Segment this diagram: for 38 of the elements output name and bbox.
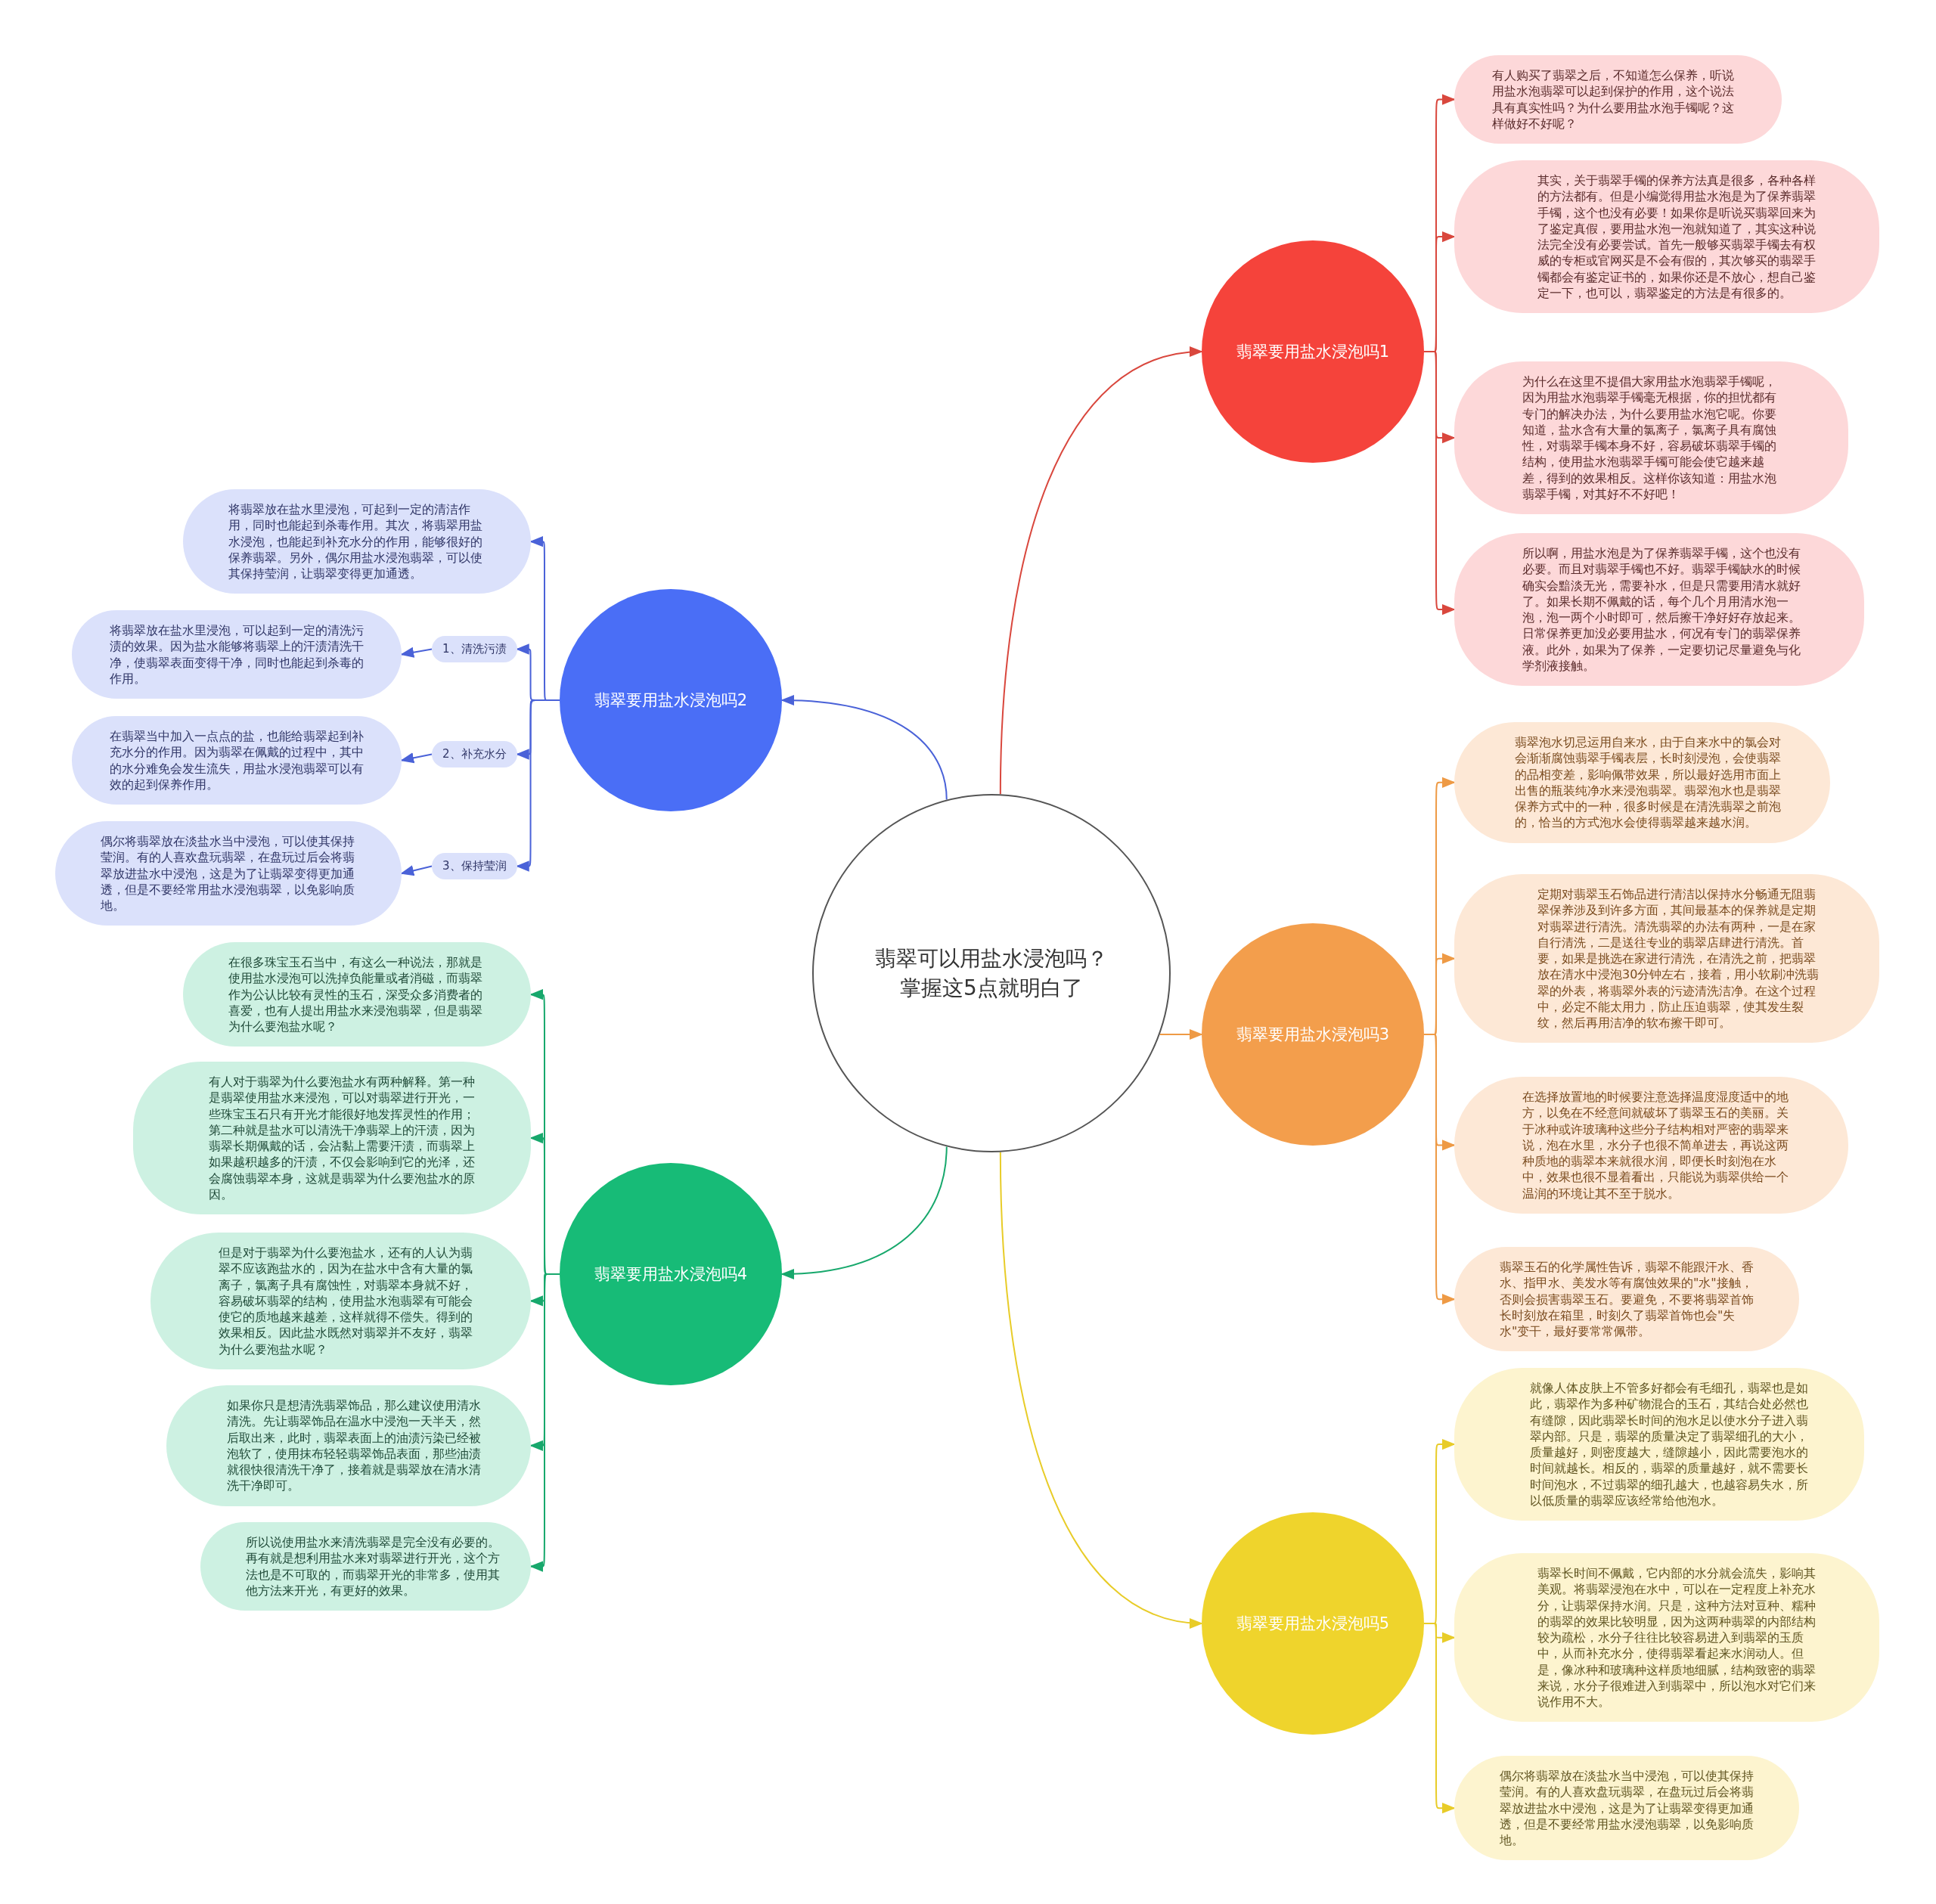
note-text: 有人对于翡翠为什么要泡盐水有两种解释。第一种是翡翠使用盐水来浸泡，可以对翡翠进行开光，一些珠宝玉石只有开光才能很好地发挥灵性的作用；第二种就是盐水可以清洗干净翡翠上的汗渍，因为翡翠长期佩戴的话，会沾黏上需要汗渍，而翡翠上如果越积越多的汗渍，不仅会影响到它的光泽，还会腐蚀翡翠本身，这就是翡翠为什么要泡盐水的原因。: [209, 1074, 476, 1203]
note-text: 为什么在这里不提倡大家用盐水泡翡翠手镯呢，因为用盐水泡翡翠手镯毫无根据，你的担忧都有专门的解决办法，为什么要用盐水泡它呢。你要知道，盐水含有大量的氯离子，氯离子具有腐蚀性，对翡翠手镯本身不好，容易破坏翡翠手镯的结构，使用盐水泡翡翠手镯可能会使它越来越差，得到的效果相反。这样你该知道：用盐水泡翡翠手镯，对其好不不好吧！: [1522, 374, 1777, 503]
note-text: 翡翠玉石的化学属性告诉，翡翠不能跟汗水、香水、指甲水、美发水等有腐蚀效果的"水"接触，否则会损害翡翠玉石。要避免，不要将翡翠首饰长时刻放在箱里，时刻久了翡翠首饰也会"失水"变干，最好要常常佩带。: [1500, 1259, 1754, 1340]
topic-label: 翡翠要用盐水浸泡吗4: [594, 1264, 748, 1285]
note-text: 如果你只是想清洗翡翠饰品，那么建议使用清水清洗。先让翡翠饰品在温水中浸泡一天半天，然后取出来，此时，翡翠表面上的油渍污染已经被泡软了，使用抹布轻轻翡翠饰品表面，那些油渍就很快很清洗干净了，接着就是翡翠放在清水清洗干净即可。: [227, 1397, 482, 1494]
connector-arrow: [999, 347, 1203, 795]
note-text: 在很多珠宝玉石当中，有这么一种说法，那就是使用盐水浸泡可以洗掉负能量或者消磁，而翡翠作为公认比较有灵性的玉石，深受众多消费者的喜爱，也有人提出用盐水来浸泡翡翠，但是翡翠为什么要泡盐水呢？: [228, 954, 483, 1035]
connector-arrow: [1423, 351, 1456, 616]
note-text: 将翡翠放在盐水里浸泡，可起到一定的清洁作用，同时也能起到杀毒作用。其次，将翡翠用盐水浸泡，也能起到补充水分的作用，能够很好的保养翡翠。另外，偶尔用盐水浸泡翡翠，可以使其保持莹润，让翡翠变得更加通透。: [228, 501, 483, 582]
note-text: 所以啊，用盐水泡是为了保养翡翠手镯，这个也没有必要。而且对翡翠手镯也不好。翡翠手镯缺水的时候确实会黯淡无光，需要补水，但是只需要用清水就好了。如果长期不佩戴的话，每个几个月用清水泡一泡，泡一两个小时即可，然后擦干净好好存放起来。日常保养更加没必要用盐水，何况有专门的翡翠保养液。此外，如果为了保养，一定要切记尽量避免与化学剂液接触。: [1522, 545, 1801, 674]
topic-label: 翡翠要用盐水浸泡吗3: [1236, 1025, 1390, 1045]
connector-arrow: [999, 1151, 1203, 1628]
note-text: 偶尔将翡翠放在淡盐水当中浸泡，可以使其保持莹润。有的人喜欢盘玩翡翠，在盘玩过后会将翡翠放进盐水中浸泡，这是为了让翡翠变得更加通透，但是不要经常用盐水浸泡翡翠，以免影响质地。: [101, 833, 355, 914]
subtopic-pill: 3、保持莹润: [432, 853, 517, 879]
note-text: 所以说使用盐水来清洗翡翠是完全没有必要的。再有就是想利用盐水来对翡翠进行开光，这个方法也是不可取的，而翡翠开光的非常多，使用其他方法来开光，有更好的效果。: [246, 1534, 501, 1599]
connector-arrow: [400, 647, 433, 658]
connector-arrow: [1159, 1028, 1203, 1040]
note-text: 就像人体皮肤上不管多好都会有毛细孔，翡翠也是如此，翡翠作为多种矿物混合的玉石，其结合处必然也有缝隙，因此翡翠长时间的泡水足以使水分子进入翡翠内部。只是，翡翠的质量决定了翡翠细孔的大小，质量越好，则密度越大，缝隙越小，因此需要泡水的时间就越长。相反的，翡翠的质量越好，就不需要长时间泡水，不过翡翠的细孔越大，也越容易失水，所以低质量的翡翠应该经常给他泡水。: [1530, 1380, 1809, 1509]
topic-label: 翡翠要用盐水浸泡吗1: [1236, 342, 1390, 362]
connector-arrow: [400, 752, 433, 764]
topic-label: 翡翠要用盐水浸泡吗2: [594, 690, 748, 711]
connector-arrow: [400, 865, 433, 876]
connector-arrow: [780, 1146, 948, 1279]
note-text: 但是对于翡翠为什么要泡盐水，还有的人认为翡翠不应该跑盐水的，因为在盐水中含有大量的氯离子，氯离子具有腐蚀性，对翡翠本身就不好，容易破坏翡翠的结构，使用盐水泡翡翠有可能会使它的质地越来越差，这样就得不偿失。得到的效果相反。因此盐水既然对翡翠并不友好，翡翠为什么要泡盐水呢？: [219, 1245, 473, 1357]
note-text: 其实，关于翡翠手镯的保养方法真是很多，各种各样的方法都有。但是小编觉得用盐水泡是为了保养翡翠手镯，这个也没有必要！如果你是听说买翡翠回来为了鉴定真假，要用盐水泡一泡就知道了，其实这种说法完全没有必要尝试。首先一般够买翡翠手镯去有权威的专柜或官网买是不会有假的，其次够买的翡翠手镯都会有鉴定证书的，如果你还是不放心，想自己鉴定一下，也可以，翡翠鉴定的方法是有很多的。: [1537, 172, 1817, 302]
note-text: 有人购买了翡翠之后，不知道怎么保养，听说用盐水泡翡翠可以起到保护的作用，这个说法具有真实性吗？为什么要用盐水泡手镯呢？这样做好不好呢？: [1492, 67, 1735, 132]
note-text: 翡翠泡水切忌运用自来水，由于自来水中的氯会对会渐渐腐蚀翡翠手镯表层，长时刻浸泡，会使翡翠的品相变差，影响佩带效果，所以最好选用市面上出售的瓶装纯净水来浸泡翡翠。翡翠泡水也是翡翠保养方式中的一种，很多时候是在清洗翡翠之前泡的，恰当的方式泡水会使得翡翠越来越水润。: [1515, 734, 1782, 831]
note-text: 翡翠长时间不佩戴，它内部的水分就会流失，影响其美观。将翡翠浸泡在水中，可以在一定程度上补充水分，让翡翠保持水润。只是，这种方法对豆种、糯种的翡翠的效果比较明显，因为这两种翡翠的内部结构较为疏松，水分子往往比较容易进入到翡翠的玉质中，从而补充水分，使得翡翠看起来水润动人。但是，像冰种和玻璃种这样质地细腻，结构致密的翡翠来说，水分子很难进入到翡翠中，所以泡水对它们来说作用不大。: [1537, 1565, 1817, 1710]
topic-label: 翡翠要用盐水浸泡吗5: [1236, 1614, 1390, 1634]
note-text: 将翡翠放在盐水里浸泡，可以起到一定的清洗污渍的效果。因为盐水能够将翡翠上的汗渍清洗干净，使翡翠表面变得干净，同时也能起到杀毒的作用。: [110, 622, 364, 687]
note-text: 在翡翠当中加入一点点的盐，也能给翡翠起到补充水分的作用。因为翡翠在佩戴的过程中，其中的水分难免会发生流失，用盐水浸泡翡翠可以有效的起到保养作用。: [110, 728, 364, 793]
central-topic-label: 翡翠可以用盐水浸泡吗？掌握这5点就明白了: [874, 944, 1109, 1002]
connector-arrow: [780, 695, 948, 801]
note-text: 定期对翡翠玉石饰品进行清洁以保持水分畅通无阻翡翠保养涉及到许多方面，其间最基本的保养就是定期对翡翠进行清洗。清洗翡翠的办法有两种，一是在家自行清洗，二是送往专业的翡翠店肆进行清洗。首要，如果是挑选在家进行清洗，在清洗之前，把翡翠放在清水中浸泡30分钟左右，接着，用小软刷冲洗翡翠的外表，将翡翠外表的污迹清洗洁净。在这个过程中，必定不能太用力，防止压迫翡翠，使其发生裂纹，然后再用洁净的软布擦干即可。: [1537, 886, 1820, 1031]
note-text: 偶尔将翡翠放在淡盐水当中浸泡，可以使其保持莹润。有的人喜欢盘玩翡翠，在盘玩过后会将翡翠放进盐水中浸泡，这是为了让翡翠变得更加通透，但是不要经常用盐水浸泡翡翠，以免影响质地。: [1500, 1768, 1754, 1849]
subtopic-pill: 2、补充水分: [432, 741, 517, 767]
note-text: 在选择放置地的时候要注意选择温度湿度适中的地方，以免在不经意间就破坏了翡翠玉石的美丽。关于冰种或许玻璃种这些分子结构相对严密的翡翠来说，泡在水里，水分子也很不简单进去，再说这两种质地的翡翠本来就很水润，即便长时刻泡在水中，效果也很不显着看出，只能说为翡翠供给一个温润的环境让其不至于脱水。: [1522, 1089, 1789, 1202]
subtopic-pill: 1、清洗污渍: [432, 636, 517, 662]
